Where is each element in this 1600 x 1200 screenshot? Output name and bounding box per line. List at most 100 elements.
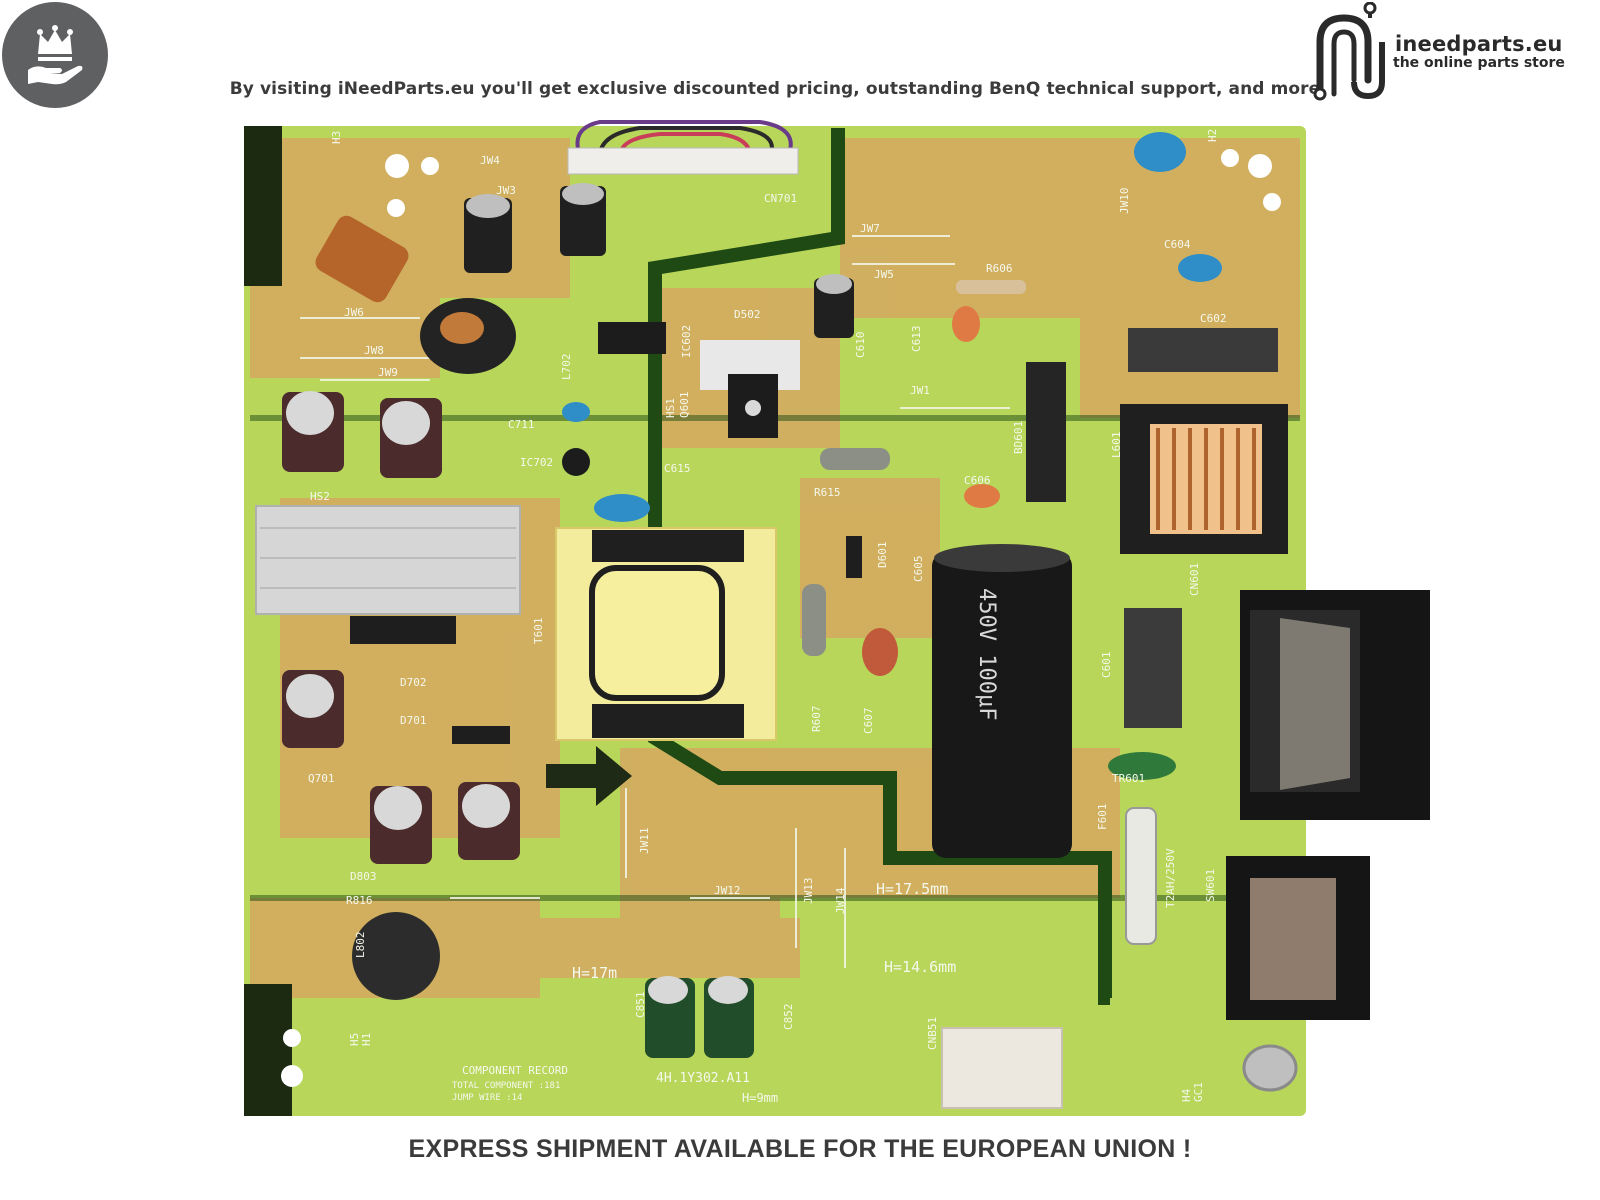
svg-text:L802: L802 [354,932,367,959]
inductors [315,215,516,1000]
svg-text:GC1: GC1 [1192,1082,1205,1102]
svg-text:C605: C605 [912,556,925,583]
svg-text:C852: C852 [782,1004,795,1031]
svg-text:H=14.6mm: H=14.6mm [884,958,956,976]
svg-text:D502: D502 [734,308,761,321]
svg-text:HS2: HS2 [310,490,330,503]
svg-text:JW10: JW10 [1118,188,1131,215]
svg-text:JW4: JW4 [480,154,500,167]
svg-text:IC702: IC702 [520,456,553,469]
svg-text:COMPONENT RECORD: COMPONENT RECORD [462,1064,568,1077]
svg-text:CN701: CN701 [764,192,797,205]
ceramic-caps [562,132,1222,780]
svg-text:C604: C604 [1164,238,1191,251]
ineedparts-logo-icon [1313,1,1385,101]
svg-text:IC602: IC602 [680,325,693,358]
svg-text:T601: T601 [532,618,545,645]
svg-text:JW12: JW12 [714,884,741,897]
svg-text:JW13: JW13 [802,878,815,905]
svg-text:JW1: JW1 [910,384,930,397]
svg-text:Q601: Q601 [678,392,691,419]
ineedparts-logo[interactable]: ineedparts.eu the online parts store [1310,1,1600,102]
svg-text:HS1: HS1 [664,398,677,418]
svg-text:C607: C607 [862,708,875,735]
silkscreen-text: CN701 JW4 JW3 JW6 JW8 JW9 JW7 JW5 R606 J… [308,129,1227,1105]
silkscreen-lines [300,235,1010,968]
svg-text:JW3: JW3 [496,184,516,197]
bulk-capacitor: 450V 100μF [932,544,1072,858]
svg-text:JUMP WIRE :14: JUMP WIRE :14 [452,1093,522,1103]
svg-text:H5: H5 [348,1033,361,1046]
svg-text:C711: C711 [508,418,535,431]
brand-name: ineedparts.eu [1395,32,1563,56]
resistors-diodes [452,280,1026,744]
svg-text:D701: D701 [400,714,427,727]
svg-text:JW8: JW8 [364,344,384,357]
small-caps [282,183,854,1058]
shipping-banner: EXPRESS SHIPMENT AVAILABLE FOR THE EUROP… [408,1135,1192,1163]
svg-text:JW7: JW7 [860,222,880,235]
svg-text:R816: R816 [346,894,373,907]
mount-holes [281,149,1281,1087]
fuse-f601 [1125,807,1157,945]
svg-text:L702: L702 [560,354,573,381]
switch-sw601 [1226,856,1370,1020]
svg-text:H3: H3 [330,131,343,144]
svg-text:R607: R607 [810,706,823,733]
brand-subtitle: the online parts store [1393,55,1565,71]
ic-ic702 [562,448,590,476]
transistor-q601 [700,340,800,438]
svg-text:C615: C615 [664,462,691,475]
arrow-mark [546,746,632,806]
svg-text:H1: H1 [360,1033,373,1046]
svg-text:JW14: JW14 [834,887,847,914]
crown-hand-icon [28,25,83,85]
svg-text:H2: H2 [1206,129,1219,142]
svg-text:H4: H4 [1180,1088,1193,1102]
svg-text:T2AH/250V: T2AH/250V [1164,848,1177,908]
svg-text:SW601: SW601 [1204,869,1217,902]
heatsink [255,505,521,615]
connector-cnb51 [941,1027,1063,1109]
svg-text:BD601: BD601 [1012,421,1025,454]
svg-text:C601: C601 [1100,652,1113,679]
svg-text:C851: C851 [634,992,647,1019]
svg-text:R615: R615 [814,486,841,499]
svg-text:D601: D601 [876,542,889,569]
crown-hand-badge [2,2,108,108]
svg-text:JW9: JW9 [378,366,398,379]
svg-text:C610: C610 [854,332,867,359]
ground-tab [1242,1044,1298,1092]
svg-text:4H.1Y302.A11: 4H.1Y302.A11 [656,1071,750,1086]
svg-text:H=9mm: H=9mm [742,1091,778,1105]
pcb-photo: 450V 100μF [244,120,1430,1116]
svg-text:L601: L601 [1110,432,1123,459]
bridge-bd601 [1026,362,1066,502]
svg-text:JW5: JW5 [874,268,894,281]
svg-text:CNB51: CNB51 [926,1017,939,1050]
connector-cn701 [567,120,799,175]
svg-text:C606: C606 [964,474,991,487]
svg-text:D803: D803 [350,870,377,883]
svg-text:JW11: JW11 [638,828,651,855]
power-socket-cn601 [1240,590,1430,820]
svg-text:CN601: CN601 [1188,563,1201,596]
svg-text:H=17m: H=17m [572,964,617,982]
cap-c602 [1128,328,1278,372]
svg-text:H=17.5mm: H=17.5mm [876,880,948,898]
ic-ic602 [598,322,666,354]
capacitor-label: 450V 100μF [974,588,999,720]
svg-text:TOTAL COMPONENT :181: TOTAL COMPONENT :181 [452,1081,560,1091]
svg-text:TR601: TR601 [1112,772,1145,785]
dark-traces [648,128,1112,1005]
svg-text:C602: C602 [1200,312,1227,325]
svg-text:F601: F601 [1096,804,1109,831]
svg-text:JW6: JW6 [344,306,364,319]
promo-tagline: By visiting iNeedParts.eu you'll get exc… [229,79,1321,99]
svg-text:R606: R606 [986,262,1013,275]
transformer-t601 [555,527,777,741]
choke-l601 [1120,404,1288,554]
svg-text:Q701: Q701 [308,772,335,785]
svg-text:D702: D702 [400,676,427,689]
svg-text:C613: C613 [910,326,923,353]
